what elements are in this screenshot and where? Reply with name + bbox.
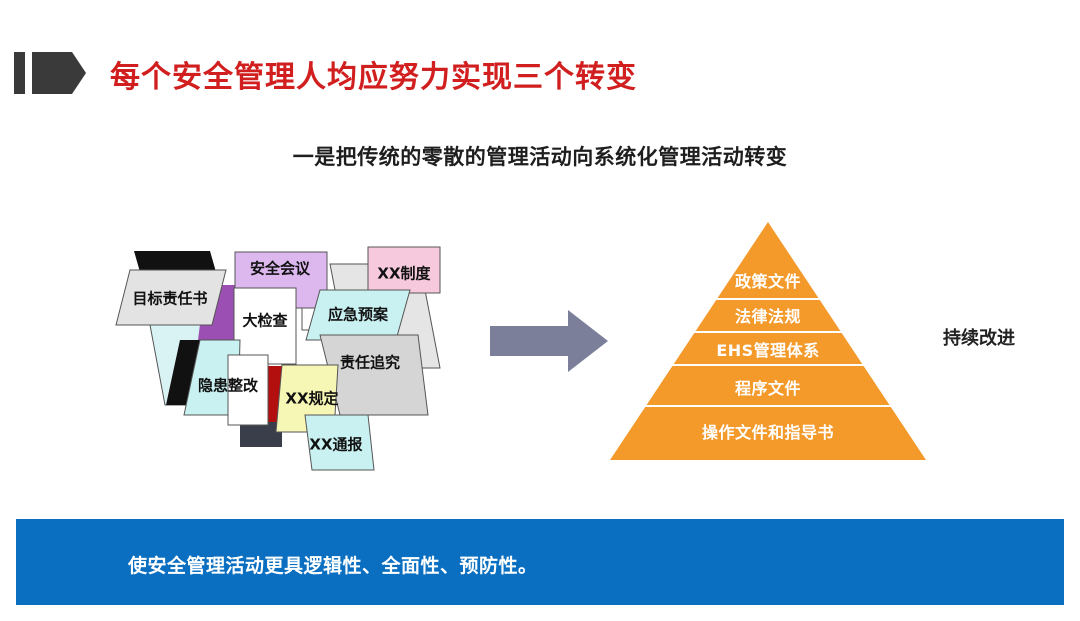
card-label: 大检查 <box>242 311 288 330</box>
card-shape <box>367 246 441 294</box>
summary-band <box>16 519 1064 605</box>
decor-shape <box>149 324 211 406</box>
card-shape <box>275 364 339 433</box>
card-label: 应急预案 <box>327 305 389 324</box>
pyramid-level-label: 程序文件 <box>734 379 802 398</box>
page-title: 每个安全管理人均应努力实现三个转变 <box>110 60 637 95</box>
continuous-improvement-note: 持续改进 <box>943 328 1015 349</box>
summary-text: 使安全管理活动更具逻辑性、全面性、预防性。 <box>128 555 538 577</box>
card-shape <box>183 339 241 416</box>
decor-shape <box>262 366 286 422</box>
pyramid-level-label: 操作文件和指导书 <box>701 423 835 442</box>
card-label: XX通报 <box>309 435 363 454</box>
card-label: XX制度 <box>377 264 431 283</box>
decor-shape <box>198 285 270 340</box>
decor-shape <box>240 415 282 447</box>
decor-shape <box>134 251 216 272</box>
card-label: 目标责任书 <box>132 289 208 308</box>
pyramid-level-label: 法律法规 <box>734 307 802 326</box>
decor-shape <box>166 340 215 405</box>
subtitle: 一是把传统的零散的管理活动向系统化管理活动转变 <box>292 145 788 169</box>
card-shape <box>227 354 269 426</box>
card-label: XX规定 <box>285 389 339 408</box>
card-label: 隐患整改 <box>197 376 259 395</box>
right-arrow-icon <box>490 310 608 372</box>
card-label: 安全会议 <box>249 259 311 278</box>
pyramid-level-label: 政策文件 <box>734 272 802 291</box>
card-shape <box>234 251 328 309</box>
decor-shape <box>329 263 441 369</box>
card-shape <box>319 334 429 416</box>
card-shape <box>304 414 375 471</box>
management-system-pyramid <box>610 222 926 460</box>
section-marker-icon <box>14 52 86 94</box>
card-shape <box>305 289 411 341</box>
card-shape <box>115 269 227 326</box>
pyramid-level-label: EHS管理体系 <box>716 341 820 360</box>
decor-shape <box>301 299 323 331</box>
card-shape <box>233 287 297 365</box>
card-label: 责任追究 <box>339 353 401 372</box>
